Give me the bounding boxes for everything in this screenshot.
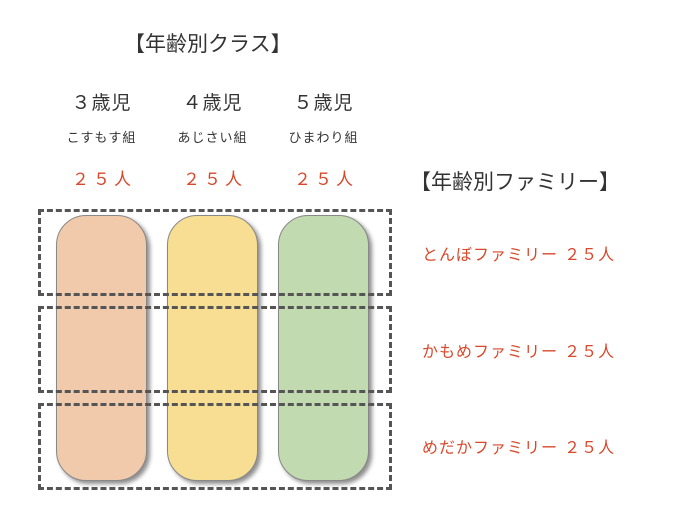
class-name: こすもす組	[66, 131, 137, 146]
class-age: ３歳児	[71, 92, 132, 114]
class-column-kosumosu	[56, 215, 147, 481]
family-label: かもめファミリー ２５人	[422, 342, 616, 361]
class-age: ４歳児	[182, 92, 243, 114]
family-group-box-kamome	[38, 306, 392, 393]
family-label: とんぼファミリー ２５人	[422, 245, 616, 264]
class-age: ５歳児	[293, 92, 354, 114]
family-group-box-medaka	[38, 403, 392, 490]
family-group-box-tonbo	[38, 209, 392, 296]
family-section-title: 【年齢別ファミリー】	[410, 170, 620, 194]
class-section-title: 【年齢別クラス】	[124, 32, 292, 56]
class-name: ひまわり組	[288, 131, 359, 146]
class-count: ２５人	[72, 170, 135, 190]
class-count: ２５人	[294, 170, 357, 190]
class-column-himawari	[278, 215, 369, 481]
class-column-ajisai	[167, 215, 258, 481]
class-count: ２５人	[183, 170, 246, 190]
class-name: あじさい組	[177, 131, 248, 146]
family-label: めだかファミリー ２５人	[422, 438, 616, 457]
